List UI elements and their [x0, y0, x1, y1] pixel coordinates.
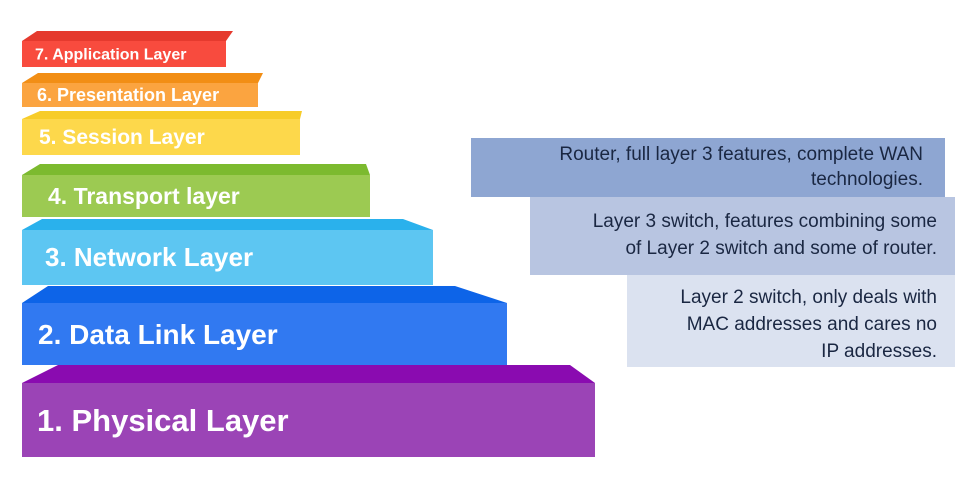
- layer-1-front-face: [22, 383, 595, 457]
- layer-2-label: 2. Data Link Layer: [38, 319, 278, 350]
- layer-4-label: 4. Transport layer: [48, 183, 240, 209]
- layer-3-top-face: [22, 219, 433, 230]
- layer-5-front-face: [22, 119, 300, 155]
- layer-2-top-face: [22, 286, 507, 303]
- layer-2-front-face: [22, 303, 507, 365]
- layer-1-top-face: [22, 365, 595, 383]
- annotation-router-line-1: Router, full layer 3 features, complete …: [559, 144, 923, 165]
- layer-1-label: 1. Physical Layer: [37, 403, 289, 438]
- annotation-layer2-switch: Layer 2 switch, only deals with MAC addr…: [627, 275, 955, 367]
- annotation-layer3-switch-line-2: of Layer 2 switch and some of router.: [625, 238, 937, 259]
- layer-7-top-face: [22, 31, 233, 41]
- annotation-layer2-switch-line-3: IP addresses.: [821, 341, 937, 362]
- annotation-layer3-switch-line-1: Layer 3 switch, features combining some: [592, 211, 937, 232]
- layer-6-top-face: [22, 73, 263, 83]
- layer-5-top-face: [22, 111, 302, 119]
- layer-4-front-face: [22, 175, 370, 217]
- layer-3-network: 3. Network Layer: [22, 219, 433, 285]
- layer-5-label: 5. Session Layer: [39, 126, 205, 149]
- layer-6-label: 6. Presentation Layer: [37, 85, 219, 105]
- layer-5-session: 5. Session Layer: [22, 111, 302, 155]
- layer-3-front-face: [22, 230, 433, 285]
- annotation-router-line-2: technologies.: [811, 169, 923, 190]
- layer-1-physical: 1. Physical Layer: [22, 365, 595, 457]
- layer-4-transport: 4. Transport layer: [22, 164, 370, 217]
- layer-6-front-face: [22, 83, 258, 107]
- annotation-layer2-switch-line-1: Layer 2 switch, only deals with: [680, 287, 937, 308]
- layer-7-front-face: [22, 41, 226, 67]
- layer-4-top-face: [22, 164, 370, 175]
- layer-7-label: 7. Application Layer: [35, 47, 186, 64]
- annotation-router: Router, full layer 3 features, complete …: [471, 138, 945, 197]
- layer-3-label: 3. Network Layer: [45, 242, 253, 272]
- layer-2-data-link: 2. Data Link Layer: [22, 286, 507, 365]
- layer-7-application: 7. Application Layer: [22, 31, 233, 67]
- annotation-layer2-switch-line-2: MAC addresses and cares no: [686, 314, 937, 335]
- annotation-layer3-switch: Layer 3 switch, features combining some …: [530, 197, 955, 275]
- layer-6-presentation: 6. Presentation Layer: [22, 73, 263, 107]
